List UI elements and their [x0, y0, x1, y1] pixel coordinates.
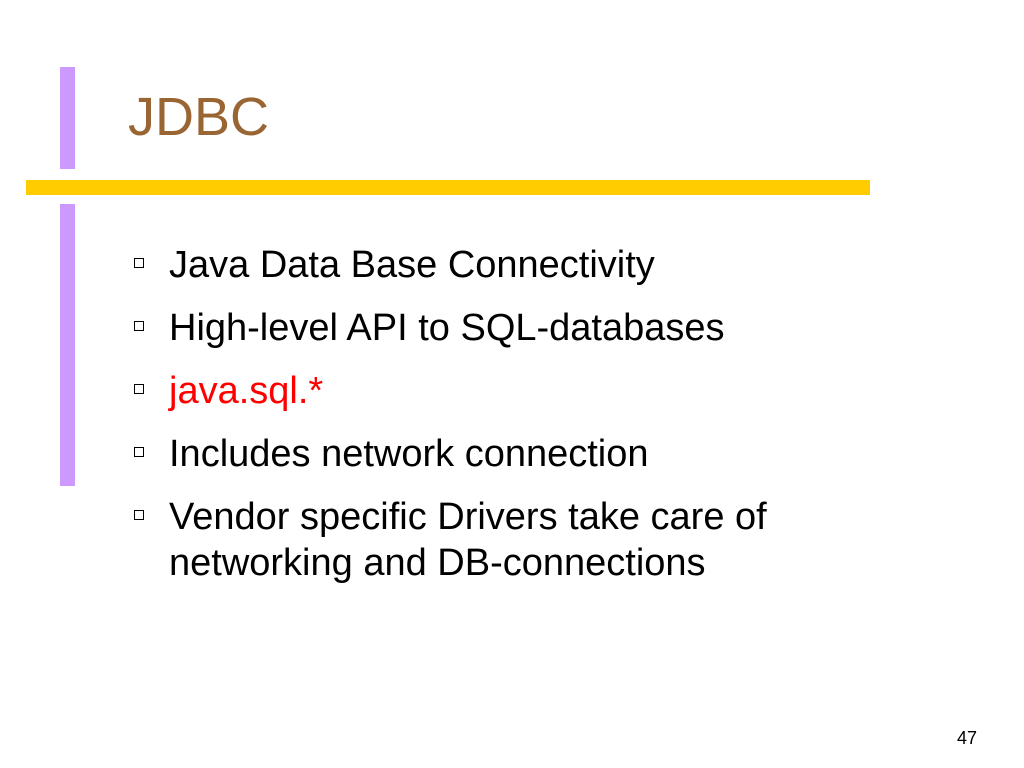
- bullet-item: High-level API to SQL-databases: [128, 305, 908, 351]
- hollow-square-icon: [134, 384, 144, 394]
- body-accent-bar: [60, 204, 75, 486]
- bullet-item: java.sql.*: [128, 368, 908, 414]
- hollow-square-icon: [134, 258, 144, 268]
- bullet-text: Includes network connection: [169, 433, 649, 475]
- hollow-square-icon: [134, 447, 144, 457]
- title-accent-bar: [60, 67, 75, 169]
- hollow-square-icon: [134, 321, 144, 331]
- hollow-square-icon: [134, 510, 144, 520]
- bullet-list: Java Data Base Connectivity High-level A…: [128, 242, 908, 603]
- bullet-item: Includes network connection: [128, 431, 908, 477]
- bullet-text: Vendor specific Drivers take care of net…: [169, 496, 767, 584]
- bullet-item: Vendor specific Drivers take care of net…: [128, 494, 908, 586]
- slide-title: JDBC: [128, 87, 270, 147]
- bullet-item: Java Data Base Connectivity: [128, 242, 908, 288]
- bullet-text: High-level API to SQL-databases: [169, 307, 725, 349]
- divider-bar: [26, 180, 870, 195]
- page-number: 47: [956, 728, 977, 748]
- bullet-text: Java Data Base Connectivity: [169, 244, 655, 286]
- bullet-text: java.sql.*: [169, 370, 324, 412]
